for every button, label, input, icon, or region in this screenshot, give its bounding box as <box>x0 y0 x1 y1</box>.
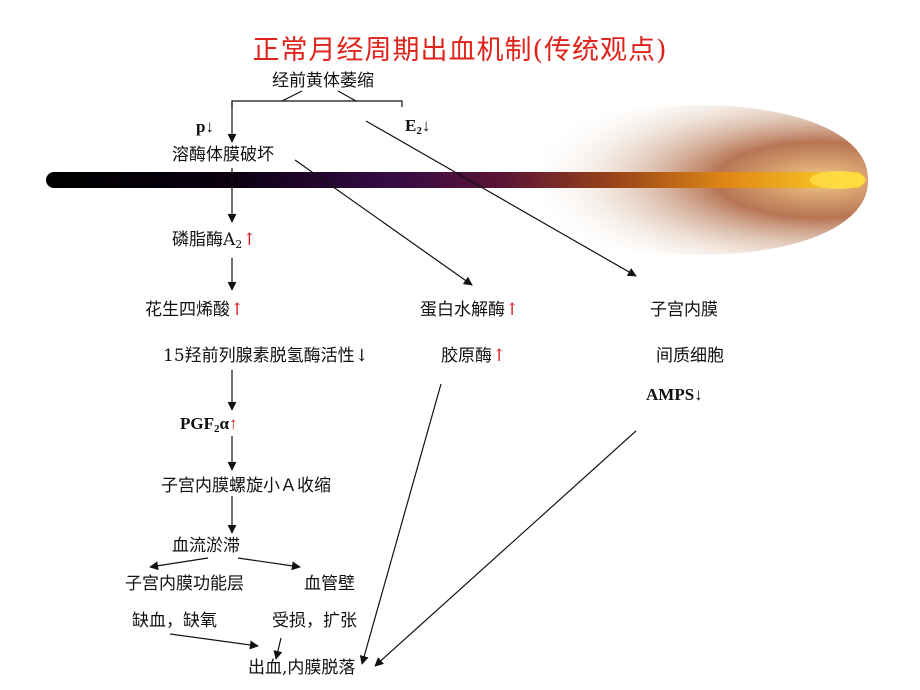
node-progesterone: p↓ <box>196 117 214 137</box>
node-corpus-luteum: 经前黄体萎缩 <box>272 71 374 91</box>
node-damage: 受损，扩张 <box>272 611 357 631</box>
node-lysosome: 溶酶体膜破坏 <box>172 145 274 165</box>
node-pgf2a: PGF2α↑ <box>180 414 238 435</box>
down-arrow-icon: ↓ <box>205 117 214 136</box>
arrow-collagenase-bleeding <box>359 383 442 665</box>
node-endometrium: 子宫内膜 <box>650 300 718 320</box>
phospholipase-subscript: 2 <box>235 238 243 251</box>
up-arrow-icon: ↑ <box>505 300 520 320</box>
node-protease: 蛋白水解酶↑ <box>420 300 519 320</box>
node-bleeding: 出血,内膜脱落 <box>248 658 356 678</box>
up-arrow-icon: ↑ <box>230 300 245 320</box>
pgf2a-label: PGF <box>180 414 214 433</box>
arachidonic-label: 花生四烯酸 <box>145 300 230 320</box>
up-arrow-icon: ↑ <box>492 346 507 366</box>
collagenase-label: 胶原酶 <box>441 346 492 366</box>
node-amps: AMPS↓ <box>646 385 703 405</box>
node-estradiol: E2↓ <box>405 116 431 137</box>
amps-label: AMPS <box>646 385 695 404</box>
up-arrow-icon: ↑ <box>229 414 238 433</box>
node-stromal-cells: 间质细胞 <box>656 346 724 366</box>
node-arachidonic-acid: 花生四烯酸↑ <box>145 300 244 320</box>
pgf2a-subscript: 2 <box>214 423 220 435</box>
arrow-stasis-vessel <box>237 557 301 571</box>
estradiol-subscript: 2 <box>416 125 422 137</box>
bracket-tick-right <box>337 90 357 102</box>
arrow-stasis-functional <box>149 557 209 571</box>
bracket-line <box>231 100 403 107</box>
up-arrow-icon: ↑ <box>242 230 257 250</box>
arrow-e2-endometrium <box>365 120 637 277</box>
pgf2a-suffix: α <box>219 414 230 433</box>
node-blood-stasis: 血流淤滞 <box>172 536 240 556</box>
node-functional-layer: 子宫内膜功能层 <box>125 574 244 594</box>
node-collagenase: 胶原酶↑ <box>441 346 506 366</box>
bracket-tick-left <box>281 90 303 102</box>
phospholipase-label: 磷脂酶A <box>172 230 236 250</box>
arrow-ischemia-bleeding <box>169 633 259 650</box>
pgdh-label: 15羟前列腺素脱氢酶活性 <box>163 346 355 366</box>
node-spiral-artery: 子宫内膜螺旋小Ａ收缩 <box>161 476 331 496</box>
progesterone-label: p <box>196 117 206 136</box>
down-arrow-icon: ↓ <box>694 385 703 404</box>
node-vessel-wall: 血管壁 <box>304 574 355 594</box>
node-ischemia: 缺血，缺氧 <box>132 611 217 631</box>
page-title: 正常月经周期出血机制(传统观点) <box>252 35 668 66</box>
gradient-bar <box>46 172 864 188</box>
down-arrow-icon: ↓ <box>354 346 369 366</box>
estradiol-label: E <box>405 116 417 135</box>
protease-label: 蛋白水解酶 <box>420 300 505 320</box>
arrow-damage-bleeding <box>273 637 283 660</box>
arrow-lysosome-protease <box>294 159 473 286</box>
node-pgdh: 15羟前列腺素脱氢酶活性↓ <box>163 346 369 366</box>
down-arrow-icon: ↓ <box>421 116 431 135</box>
node-phospholipase: 磷脂酶A2↑ <box>172 230 257 250</box>
bar-tip-glow <box>810 171 866 189</box>
arrow-amps-bleeding <box>374 430 637 667</box>
